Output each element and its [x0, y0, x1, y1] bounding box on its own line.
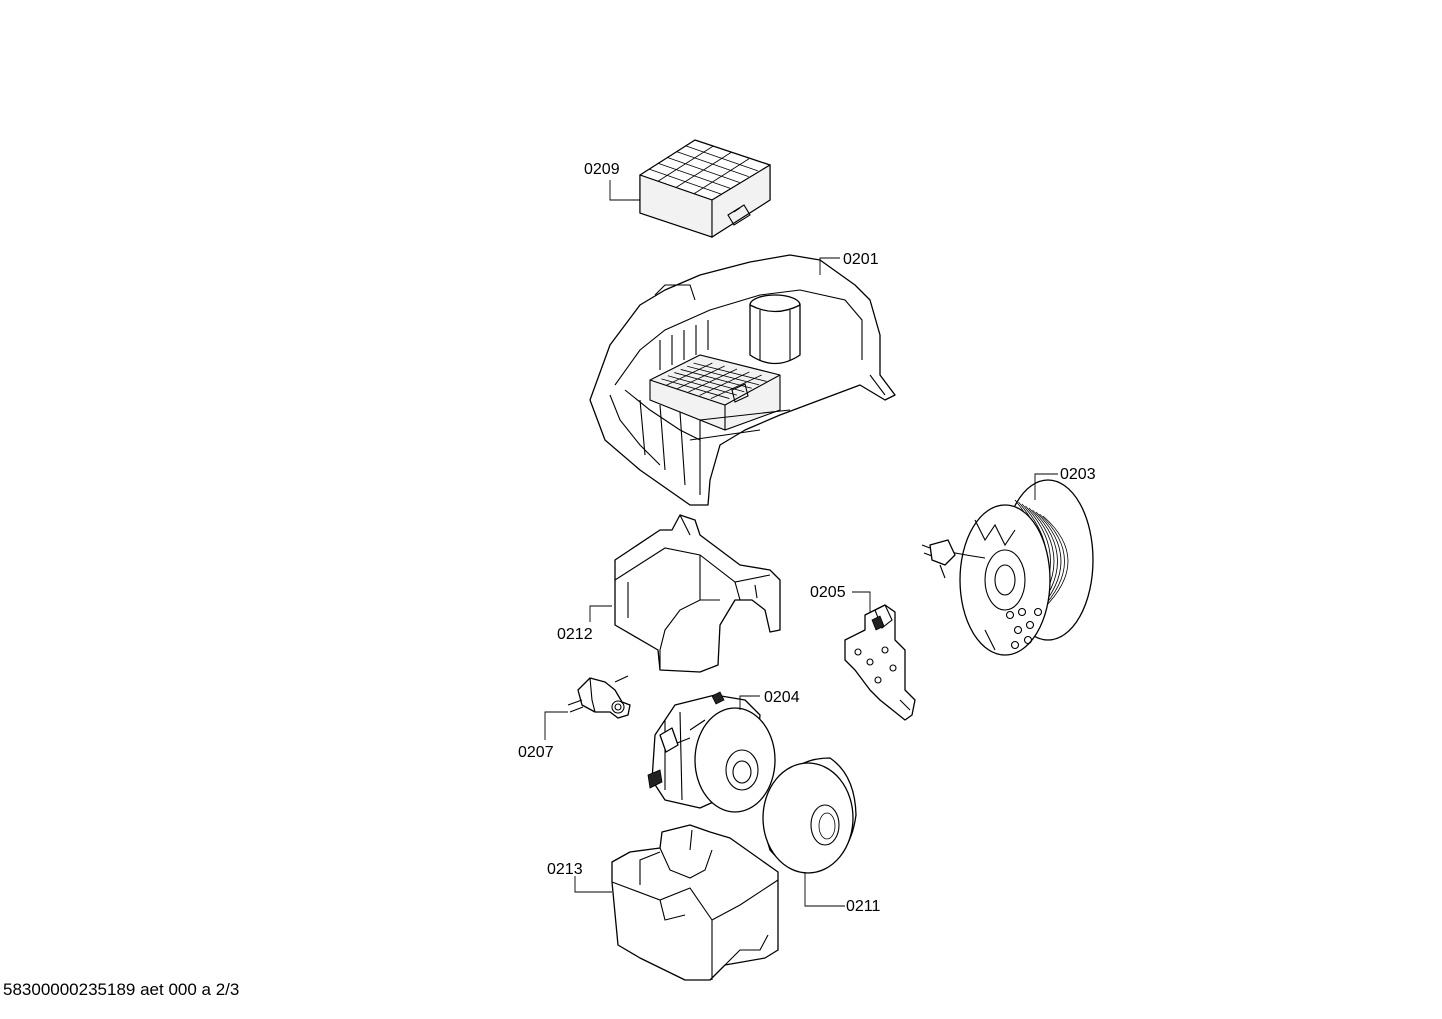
document-footer-code: 58300000235189 aet 000 a 2/3	[3, 980, 240, 999]
label-0213: 0213	[547, 861, 583, 878]
part-0213-motor-housing[interactable]	[611, 824, 779, 981]
part-0207-valve[interactable]	[567, 675, 631, 719]
label-0207: 0207	[518, 744, 554, 761]
label-0203: 0203	[1060, 466, 1096, 483]
part-0204-motor[interactable]	[647, 691, 776, 813]
part-0211-foam-ring[interactable]	[762, 757, 857, 874]
part-0203-cable-reel[interactable]	[921, 479, 1094, 656]
leader-0205	[852, 591, 871, 612]
label-0209: 0209	[584, 161, 620, 178]
part-0212-motor-cover[interactable]	[614, 514, 781, 673]
label-0212: 0212	[557, 626, 593, 643]
leader-0212	[589, 605, 612, 622]
leader-0209	[609, 180, 640, 201]
part-0201-housing[interactable]	[589, 254, 896, 506]
leader-0207	[544, 711, 568, 740]
leader-0201	[819, 257, 840, 275]
leader-0203	[1034, 473, 1058, 500]
label-0201: 0201	[843, 251, 879, 268]
part-0205-pcb[interactable]	[844, 604, 916, 721]
label-0204: 0204	[764, 689, 800, 706]
leader-0204	[739, 695, 760, 710]
leader-0211	[804, 872, 845, 907]
label-0205: 0205	[810, 584, 846, 601]
part-0209-filter[interactable]	[639, 139, 771, 239]
label-0211: 0211	[846, 898, 881, 915]
leader-0213	[574, 876, 612, 893]
